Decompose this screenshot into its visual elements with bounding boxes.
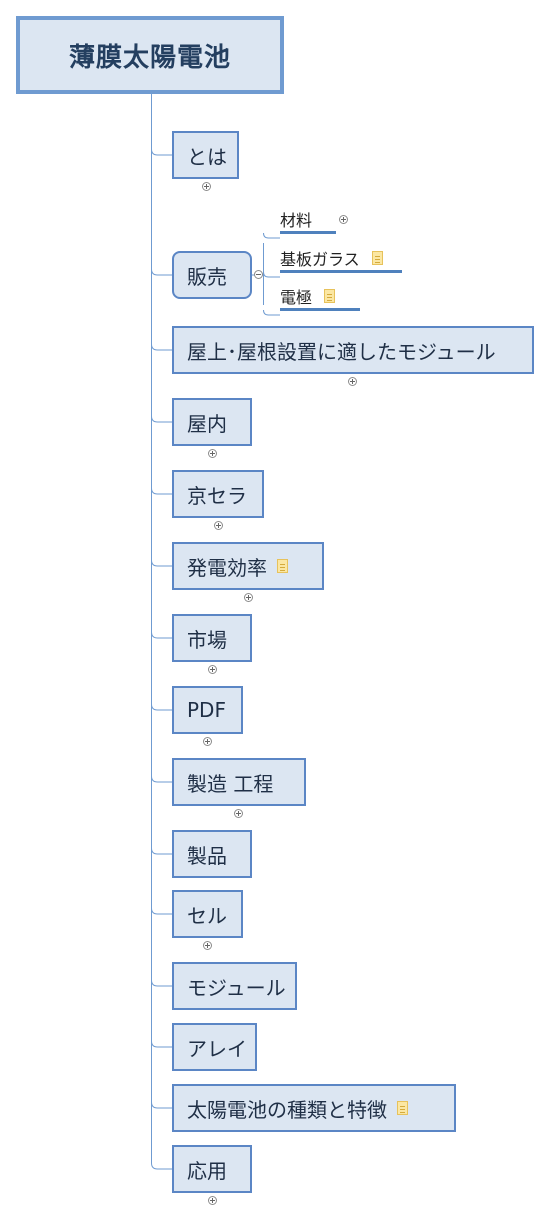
topic-taiyo-denchi-shurui[interactable]: 太陽電池の種類と特徴 xyxy=(172,1084,456,1132)
topic-module[interactable]: モジュール xyxy=(172,962,297,1010)
topic-array[interactable]: アレイ xyxy=(172,1023,257,1071)
note-icon[interactable] xyxy=(397,1101,408,1115)
branch-connector xyxy=(151,631,172,639)
expand-plus-icon[interactable] xyxy=(234,809,243,818)
branch-connector xyxy=(151,979,172,987)
topic-label: 販売 xyxy=(187,264,227,289)
expand-plus-icon[interactable] xyxy=(214,521,223,530)
topic-hanbai[interactable]: 販売 xyxy=(172,251,252,299)
subtopic-denkyoku[interactable]: 電極 xyxy=(280,284,360,311)
topic-label: 屋上･屋根設置に適したモジュール xyxy=(187,339,496,364)
expand-plus-icon[interactable] xyxy=(348,377,357,386)
topic-label: PDF xyxy=(187,698,226,722)
expand-plus-icon[interactable] xyxy=(244,593,253,602)
subtopic-label: 材料 xyxy=(280,211,313,230)
branch-connector xyxy=(151,907,172,915)
expand-plus-icon[interactable] xyxy=(208,665,217,674)
topic-rooftop-module[interactable]: 屋上･屋根設置に適したモジュール xyxy=(172,326,534,374)
topic-label: 屋内 xyxy=(187,411,227,436)
expand-plus-icon[interactable] xyxy=(208,449,217,458)
topic-pdf[interactable]: PDF xyxy=(172,686,243,734)
subbranch-connector xyxy=(263,309,280,316)
subtopic-label: 電極 xyxy=(280,288,313,307)
topic-label: 京セラ xyxy=(187,483,247,508)
subbranch-connector xyxy=(263,271,280,278)
branch-connector xyxy=(151,1101,172,1109)
topic-label: 製品 xyxy=(187,843,227,868)
topic-label: セル xyxy=(187,903,227,928)
topic-label: 市場 xyxy=(187,627,227,652)
branch-connector xyxy=(151,1162,172,1170)
branch-connector xyxy=(151,775,172,783)
collapse-minus-icon[interactable] xyxy=(254,270,263,279)
expand-plus-icon[interactable] xyxy=(339,215,348,224)
subtopic-zairyo[interactable]: 材料 xyxy=(280,207,336,234)
branch-connector xyxy=(151,148,172,156)
topic-label: 製造 工程 xyxy=(187,771,274,796)
topic-label: モジュール xyxy=(187,975,286,1000)
branch-connector xyxy=(151,559,172,567)
root-topic-label: 薄膜太陽電池 xyxy=(68,42,231,73)
topic-label: とは xyxy=(187,144,227,169)
note-icon[interactable] xyxy=(277,559,288,573)
branch-connector xyxy=(151,1040,172,1048)
branch-connector xyxy=(151,343,172,351)
branch-connector xyxy=(151,703,172,711)
topic-seihin[interactable]: 製品 xyxy=(172,830,252,878)
expand-plus-icon[interactable] xyxy=(203,737,212,746)
topic-label: 太陽電池の種類と特徴 xyxy=(187,1097,387,1122)
root-topic[interactable]: 薄膜太陽電池 xyxy=(16,16,284,94)
subbranch-connector xyxy=(263,232,280,239)
topic-seizo-kotei[interactable]: 製造 工程 xyxy=(172,758,306,806)
topic-kyocera[interactable]: 京セラ xyxy=(172,470,264,518)
expand-plus-icon[interactable] xyxy=(203,941,212,950)
topic-label: 発電効率 xyxy=(187,555,267,580)
topic-shijo[interactable]: 市場 xyxy=(172,614,252,662)
topic-label: アレイ xyxy=(187,1036,247,1061)
topic-oyo[interactable]: 応用 xyxy=(172,1145,252,1193)
topic-hatsuden-kouritsu[interactable]: 発電効率 xyxy=(172,542,324,590)
topic-label: 応用 xyxy=(187,1158,227,1183)
branch-connector xyxy=(151,268,172,276)
note-icon[interactable] xyxy=(324,289,336,303)
subtopic-label: 基板ガラス xyxy=(280,250,360,269)
branch-connector xyxy=(151,847,172,855)
subtopic-kiban-glass[interactable]: 基板ガラス xyxy=(280,246,402,273)
topic-toha[interactable]: とは xyxy=(172,131,239,179)
expand-plus-icon[interactable] xyxy=(202,182,211,191)
expand-plus-icon[interactable] xyxy=(208,1196,217,1205)
branch-connector xyxy=(151,415,172,423)
topic-okunai[interactable]: 屋内 xyxy=(172,398,252,446)
topic-cell[interactable]: セル xyxy=(172,890,243,938)
branch-connector xyxy=(151,487,172,495)
note-icon[interactable] xyxy=(371,251,383,265)
